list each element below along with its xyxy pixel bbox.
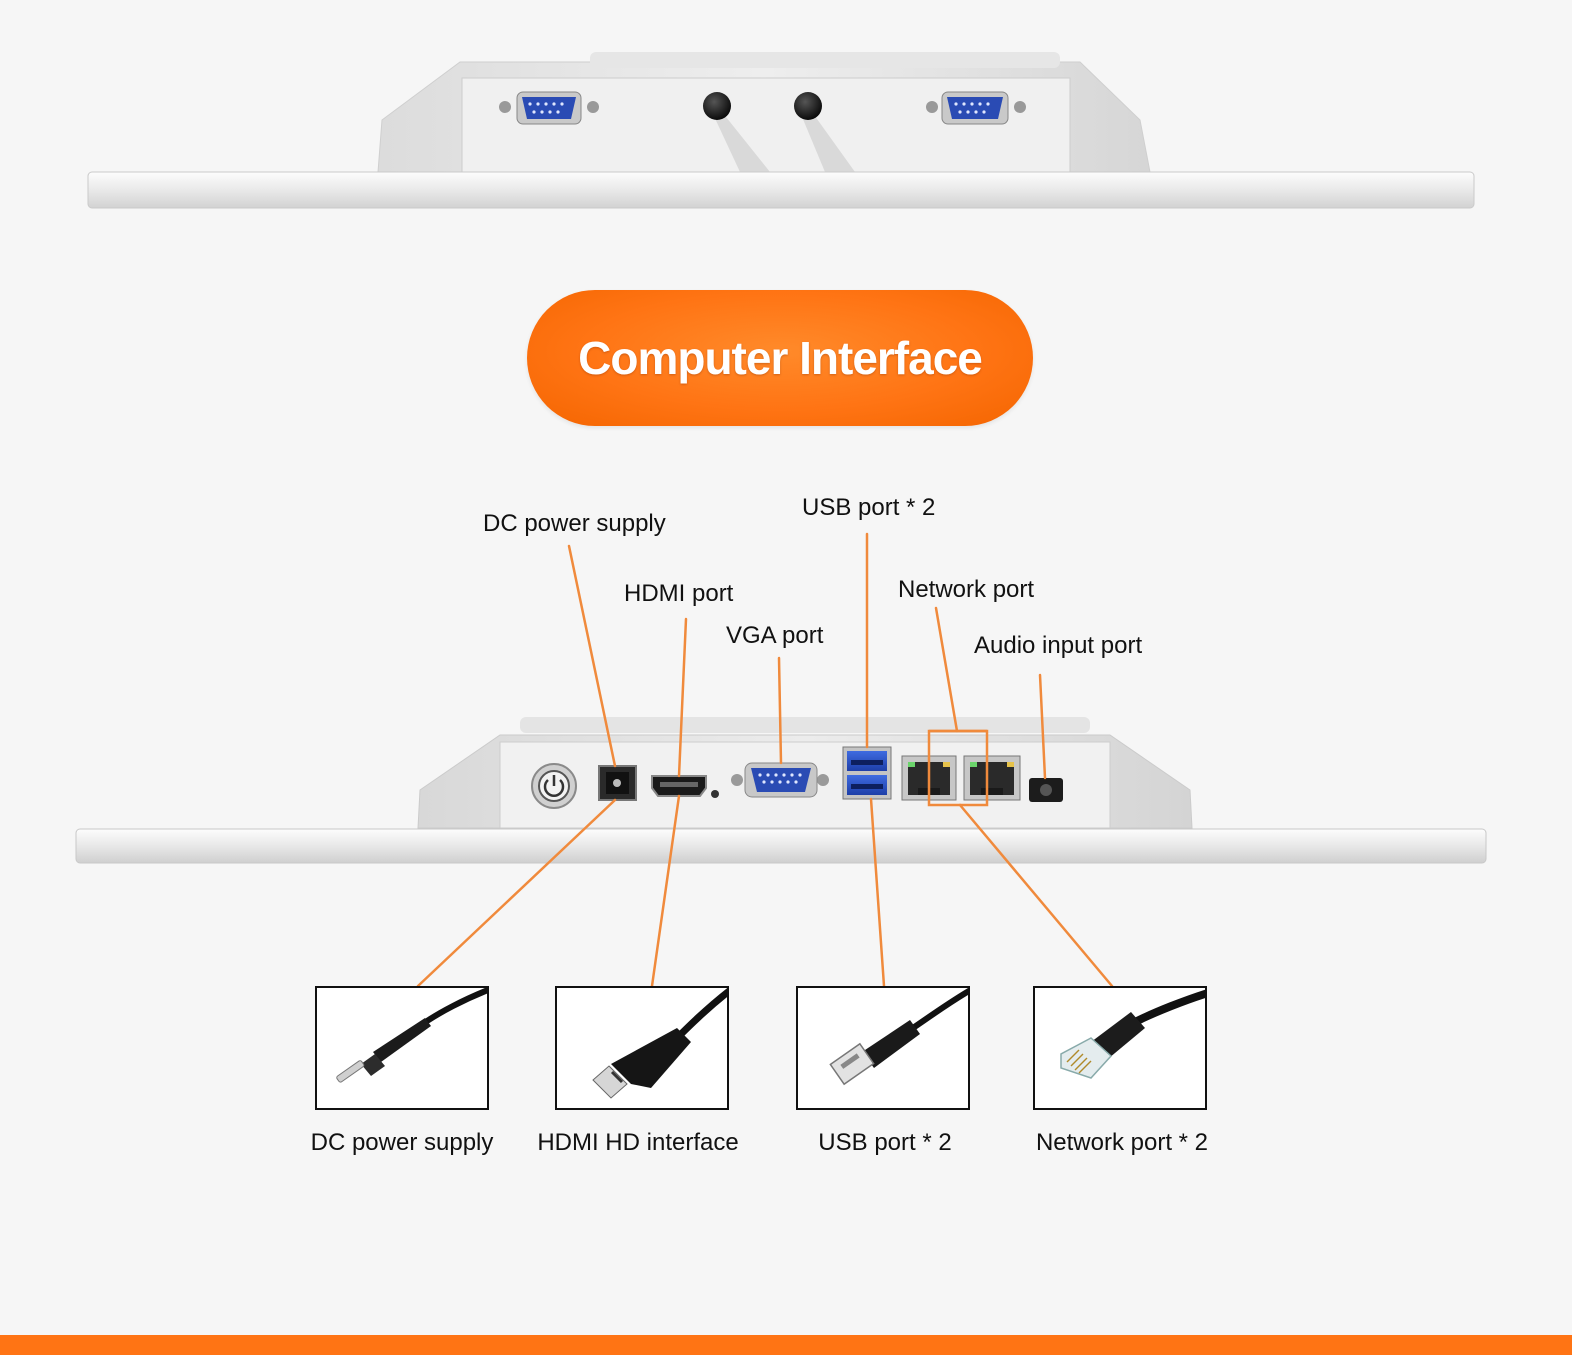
audio-jack-icon <box>1029 778 1063 802</box>
page-title: Computer Interface <box>578 332 983 384</box>
knob-left-icon <box>703 92 731 120</box>
dc-power-cable-icon <box>336 988 487 1083</box>
cable-label-hdmi: HDMI HD interface <box>537 1129 739 1156</box>
network-port-2-icon <box>963 755 1021 801</box>
callout-vga: VGA port <box>726 622 824 649</box>
title-banner: Computer Interface <box>527 290 1033 426</box>
usb-cable-icon <box>829 988 968 1086</box>
cable-label-usb: USB port * 2 <box>818 1129 952 1156</box>
dc-jack-icon <box>598 765 637 801</box>
cable-card-hdmi <box>555 986 729 1110</box>
serial-port-right-icon <box>926 91 1026 125</box>
bottom-accent-bar <box>0 1335 1572 1355</box>
callout-network: Network port <box>898 576 1035 603</box>
vga-port-icon <box>731 762 829 798</box>
usb-ports-icon <box>842 746 892 800</box>
callout-audio: Audio input port <box>974 632 1143 659</box>
device-top-view <box>87 52 1475 209</box>
cable-label-network: Network port * 2 <box>1035 1129 1209 1156</box>
hdmi-cable-icon <box>592 988 727 1099</box>
callout-usb: USB port * 2 <box>802 494 936 521</box>
cable-card-network <box>1033 986 1207 1110</box>
knob-right-icon <box>794 92 822 120</box>
cable-card-dc-power <box>315 986 489 1110</box>
callout-hdmi: HDMI port <box>624 580 734 607</box>
serial-port-left-icon <box>499 91 599 125</box>
power-button-icon <box>531 763 577 809</box>
cable-label-dc-power: DC power supply <box>310 1129 494 1156</box>
device-port-view <box>75 532 1487 988</box>
leader-lines <box>416 532 1114 988</box>
hdmi-port-icon <box>651 775 719 798</box>
callout-dc-power: DC power supply <box>483 510 666 537</box>
ethernet-cable-icon <box>1060 989 1205 1079</box>
cable-card-usb <box>796 986 970 1110</box>
